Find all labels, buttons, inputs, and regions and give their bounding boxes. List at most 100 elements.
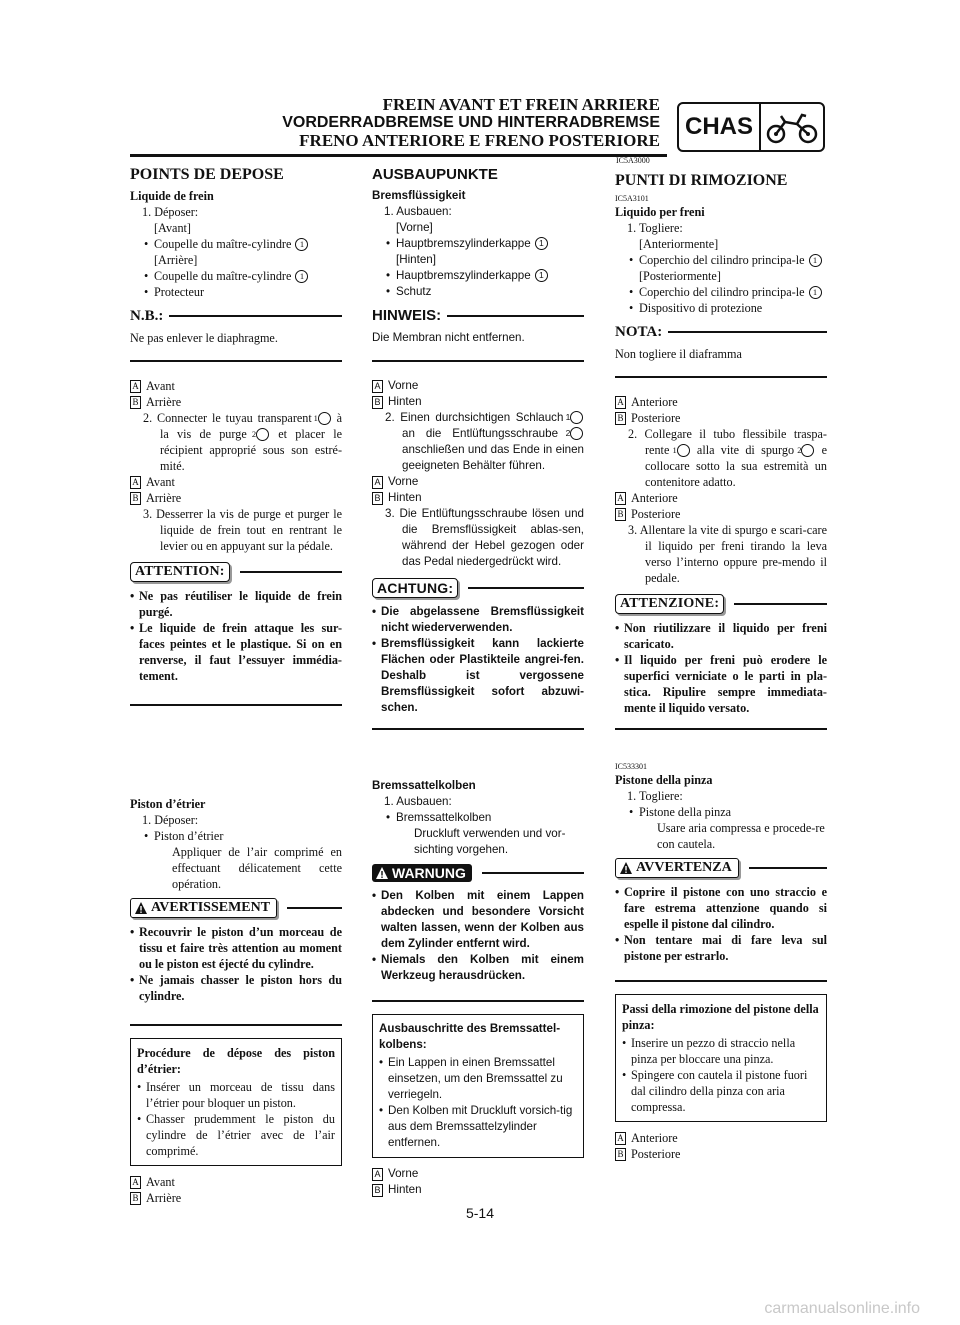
it-att-rule — [615, 728, 827, 730]
it-protector: Dispositivo di protezione — [615, 300, 827, 316]
fr-att1: Ne pas réutiliser le liquide de frein pu… — [130, 588, 342, 620]
it-code-fluid: IC5A3101 — [615, 194, 649, 203]
de-attention-head: ACHTUNG: — [372, 578, 584, 598]
de-warn-rule — [372, 1000, 584, 1002]
header-title-it: FRENO ANTERIORE E FRENO POSTERIORE — [299, 131, 660, 150]
fr-step1: 1. Déposer: — [142, 205, 199, 219]
fr-warn-rule — [130, 1024, 342, 1026]
it-warning-head: AVVERTENZA — [615, 858, 827, 878]
column-german: AUSBAUPUNKTE Bremsflüssigkeit 1. Ausbaue… — [372, 165, 584, 1198]
it-step2: 2. Collegare il tubo flessibile traspa-r… — [628, 427, 828, 489]
it-p-step1: 1. Togliere: — [627, 789, 683, 803]
page-number: 5-14 — [465, 1205, 495, 1221]
fr-piston-heading: Piston d’étrier — [130, 797, 206, 811]
it-rear: [Posteriormente] — [639, 269, 721, 283]
de-piston-heading: Bremssattelkolben — [372, 779, 476, 792]
de-proc1: Ein Lappen in einen Bremssattel einsetze… — [379, 1055, 577, 1103]
fr-p-item: Piston d’étrier — [130, 828, 342, 844]
fr-rear: [Arrière] — [154, 253, 198, 267]
it-note-head: NOTA: — [615, 324, 827, 340]
fr-note-head: N.B.: — [130, 308, 342, 324]
fr-step2: 2. Connecter le tuyau transparent 1 à la… — [143, 411, 343, 473]
fr-p-sub: Appliquer de l’air comprimé en effectuan… — [172, 845, 342, 891]
it-step1: 1. Togliere: — [627, 221, 683, 235]
de-cap: Hauptbremszylinderkappe 1 — [372, 236, 584, 252]
it-w2: Non tentare mai di fare leva sul pistone… — [615, 932, 827, 964]
header-rule — [130, 154, 667, 157]
column-italian: PUNTI DI RIMOZIONE IC5A3101 Liquido per … — [615, 171, 827, 1162]
it-attention-head: ATTENZIONE: — [615, 594, 827, 614]
it-w1: Coprire il pistone con uno straccio e fa… — [615, 884, 827, 932]
de-att2: Bremsflüssigkeit kann lackierte Flächen … — [372, 636, 584, 716]
de-note-text: Die Membran nicht entfernen. — [372, 331, 525, 344]
it-fluid-heading: Liquido per freni — [615, 205, 705, 219]
de-step2: 2. Einen durchsichtigen Schlauch 1 an di… — [385, 411, 584, 472]
warning-triangle-icon — [620, 862, 632, 874]
de-step1: 1. Ausbauen: — [384, 205, 452, 218]
it-note-text: Non togliere il diaframma — [615, 347, 742, 361]
de-protector: Schutz — [372, 284, 584, 300]
it-proc1: Inserire un pezzo di straccio nella pinz… — [622, 1035, 820, 1067]
fr-att-rule — [130, 704, 342, 706]
it-proc2: Spingere con cautela il pistone fuori da… — [622, 1067, 820, 1115]
de-warning-head: WARNUNG — [372, 864, 584, 882]
de-att-rule — [372, 728, 584, 730]
page-header-titles: FREIN AVANT ET FREIN ARRIERE VORDERRADBR… — [282, 96, 660, 150]
de-cap2: Hauptbremszylinderkappe 1 — [372, 268, 584, 284]
fr-w2: Ne jamais chasser le piston hors du cyli… — [130, 972, 342, 1004]
warning-triangle-icon — [135, 902, 147, 914]
header-title-de: VORDERRADBREMSE UND HINTERRADBREMSE — [282, 114, 660, 131]
it-code-title: IC5A3000 — [616, 156, 650, 165]
de-front: [Vorne] — [396, 221, 433, 234]
fr-note-rule — [130, 360, 342, 362]
de-note-head: HINWEIS: — [372, 308, 584, 324]
de-p-step1: 1. Ausbauen: — [384, 795, 452, 808]
fr-proc1: Insérer un morceau de tissu dans l’étrie… — [137, 1079, 335, 1111]
fr-attention-head: ATTENTION: — [130, 562, 342, 582]
it-cap: Coperchio del cilindro principa-le 1 — [615, 252, 827, 268]
fr-fluid-heading: Liquide de frein — [130, 189, 214, 203]
it-warn-rule — [615, 980, 827, 982]
it-note-rule — [615, 376, 827, 378]
it-p-item: Pistone della pinza — [615, 804, 827, 820]
de-note-rule — [372, 360, 584, 362]
it-code-piston: IC533301 — [615, 762, 647, 771]
it-proc-title: Passi della rimozione del pistone della … — [622, 1002, 819, 1032]
de-fluid-heading: Bremsflüssigkeit — [372, 189, 466, 202]
it-front: [Anteriormente] — [639, 237, 719, 251]
it-piston-heading: Pistone della pinza — [615, 773, 713, 787]
fr-cap2: Coupelle du maître-cylindre 1 — [130, 268, 342, 284]
fr-cap: Coupelle du maître-cylindre 1 — [130, 236, 342, 252]
it-p-sub: Usare aria compressa e procede-re con ca… — [657, 821, 825, 851]
fr-p-step1: 1. Déposer: — [142, 813, 199, 827]
fr-proc-title: Procédure de dépose des piston d’étrier: — [137, 1046, 335, 1076]
de-p-sub: Druckluft verwenden und vor-sichting vor… — [414, 827, 566, 856]
de-title: AUSBAUPUNKTE — [372, 166, 498, 183]
de-proc2: Den Kolben mit Druckluft vorsich-tig aus… — [379, 1103, 577, 1151]
section-badge: CHAS — [677, 102, 825, 152]
fr-title: POINTS DE DEPOSE — [130, 166, 284, 183]
fr-step3: 3. Desserrer la vis de purge et purger l… — [143, 507, 342, 553]
it-cap2: Coperchio del cilindro principa-le 1 — [615, 284, 827, 300]
it-step3: 3. Allentare la vite di spurgo e scari-c… — [628, 523, 827, 585]
de-att1: Die abgelassene Bremsflüssigkeit nicht w… — [372, 604, 584, 636]
fr-protector: Protecteur — [130, 284, 342, 300]
column-french: POINTS DE DEPOSE Liquide de frein 1. Dép… — [130, 165, 342, 1206]
fr-proc2: Chasser prudemment le piston du cylindre… — [137, 1111, 335, 1159]
de-rear: [Hinten] — [396, 253, 436, 266]
motorcycle-icon — [761, 104, 823, 150]
it-att2: Il liquido per freni può erodere le supe… — [615, 652, 827, 716]
